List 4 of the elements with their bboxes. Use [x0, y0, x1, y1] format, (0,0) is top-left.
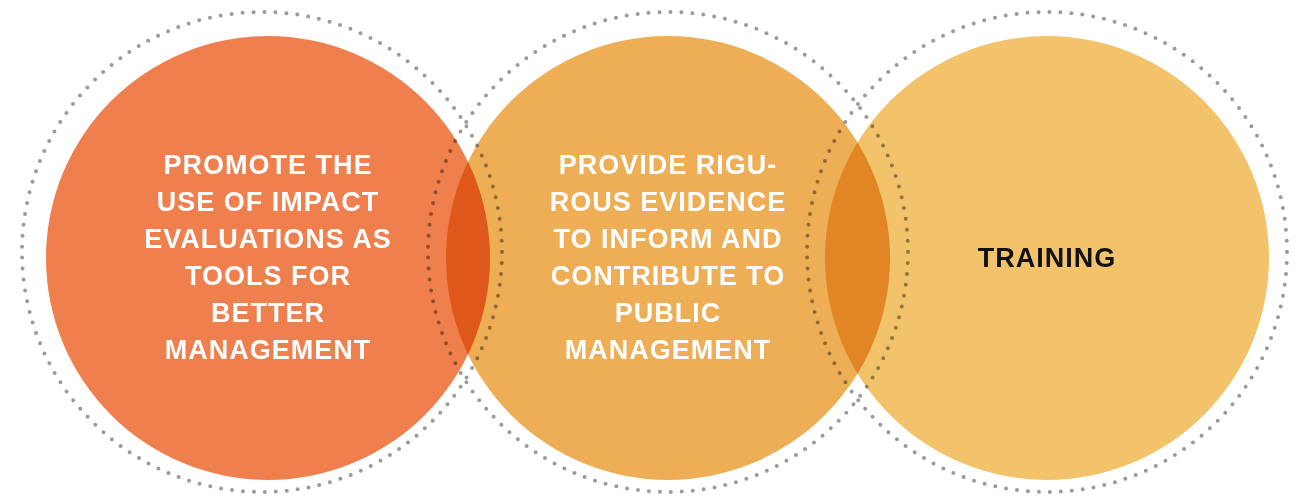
circle-label: TRAINING	[976, 241, 1118, 275]
circle-label: PROMOTE THE USE OF IMPACT EVALUATIONS AS TOOLS FOR BETTER MANAGEMENT	[143, 149, 393, 367]
goal-circle	[825, 36, 1269, 480]
circle-label: PROVIDE RIGU- ROUS EVIDENCE TO INFORM AND CONTRIBUTE TO PUBLIC MANAGEMENT	[548, 149, 788, 367]
